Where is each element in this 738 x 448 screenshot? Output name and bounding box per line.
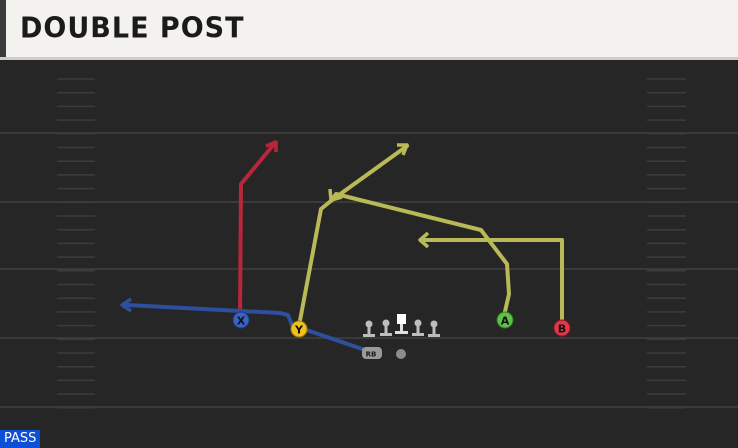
svg-text:X: X <box>237 315 246 328</box>
play-type-badge: PASS <box>0 430 41 448</box>
x-route <box>238 141 277 319</box>
svg-text:A: A <box>501 315 510 328</box>
lineman-icon <box>363 320 375 337</box>
svg-text:RB: RB <box>366 351 377 359</box>
rb-route <box>125 303 370 353</box>
y-route <box>297 144 409 328</box>
player-y[interactable]: Y <box>290 320 308 338</box>
title-accent-stripe <box>0 0 6 57</box>
x-route-arrowhead <box>265 140 278 152</box>
yard-lines <box>0 132 738 408</box>
hash-marks <box>57 78 686 409</box>
player-rb[interactable]: RB <box>362 347 382 359</box>
a-route <box>329 192 511 318</box>
svg-text:B: B <box>558 323 566 336</box>
b-route <box>419 238 564 325</box>
quarterback-icon <box>396 349 406 359</box>
offensive-line <box>363 314 440 337</box>
svg-text:Y: Y <box>294 324 304 337</box>
play-title-bar: DOUBLE POST <box>0 0 738 60</box>
player-x[interactable]: X <box>232 311 250 329</box>
player-a[interactable]: A <box>496 311 514 329</box>
play-title: DOUBLE POST <box>20 12 245 45</box>
player-b[interactable]: B <box>553 319 571 337</box>
center-icon <box>395 314 408 334</box>
rb-route-arrowhead <box>120 297 132 313</box>
lineman-icon <box>428 320 440 337</box>
a-route-arrowhead <box>328 188 343 202</box>
lineman-icon <box>380 319 392 336</box>
lineman-icon <box>412 319 424 336</box>
y-route-arrowhead <box>397 143 409 156</box>
b-route-arrowhead <box>418 231 430 249</box>
